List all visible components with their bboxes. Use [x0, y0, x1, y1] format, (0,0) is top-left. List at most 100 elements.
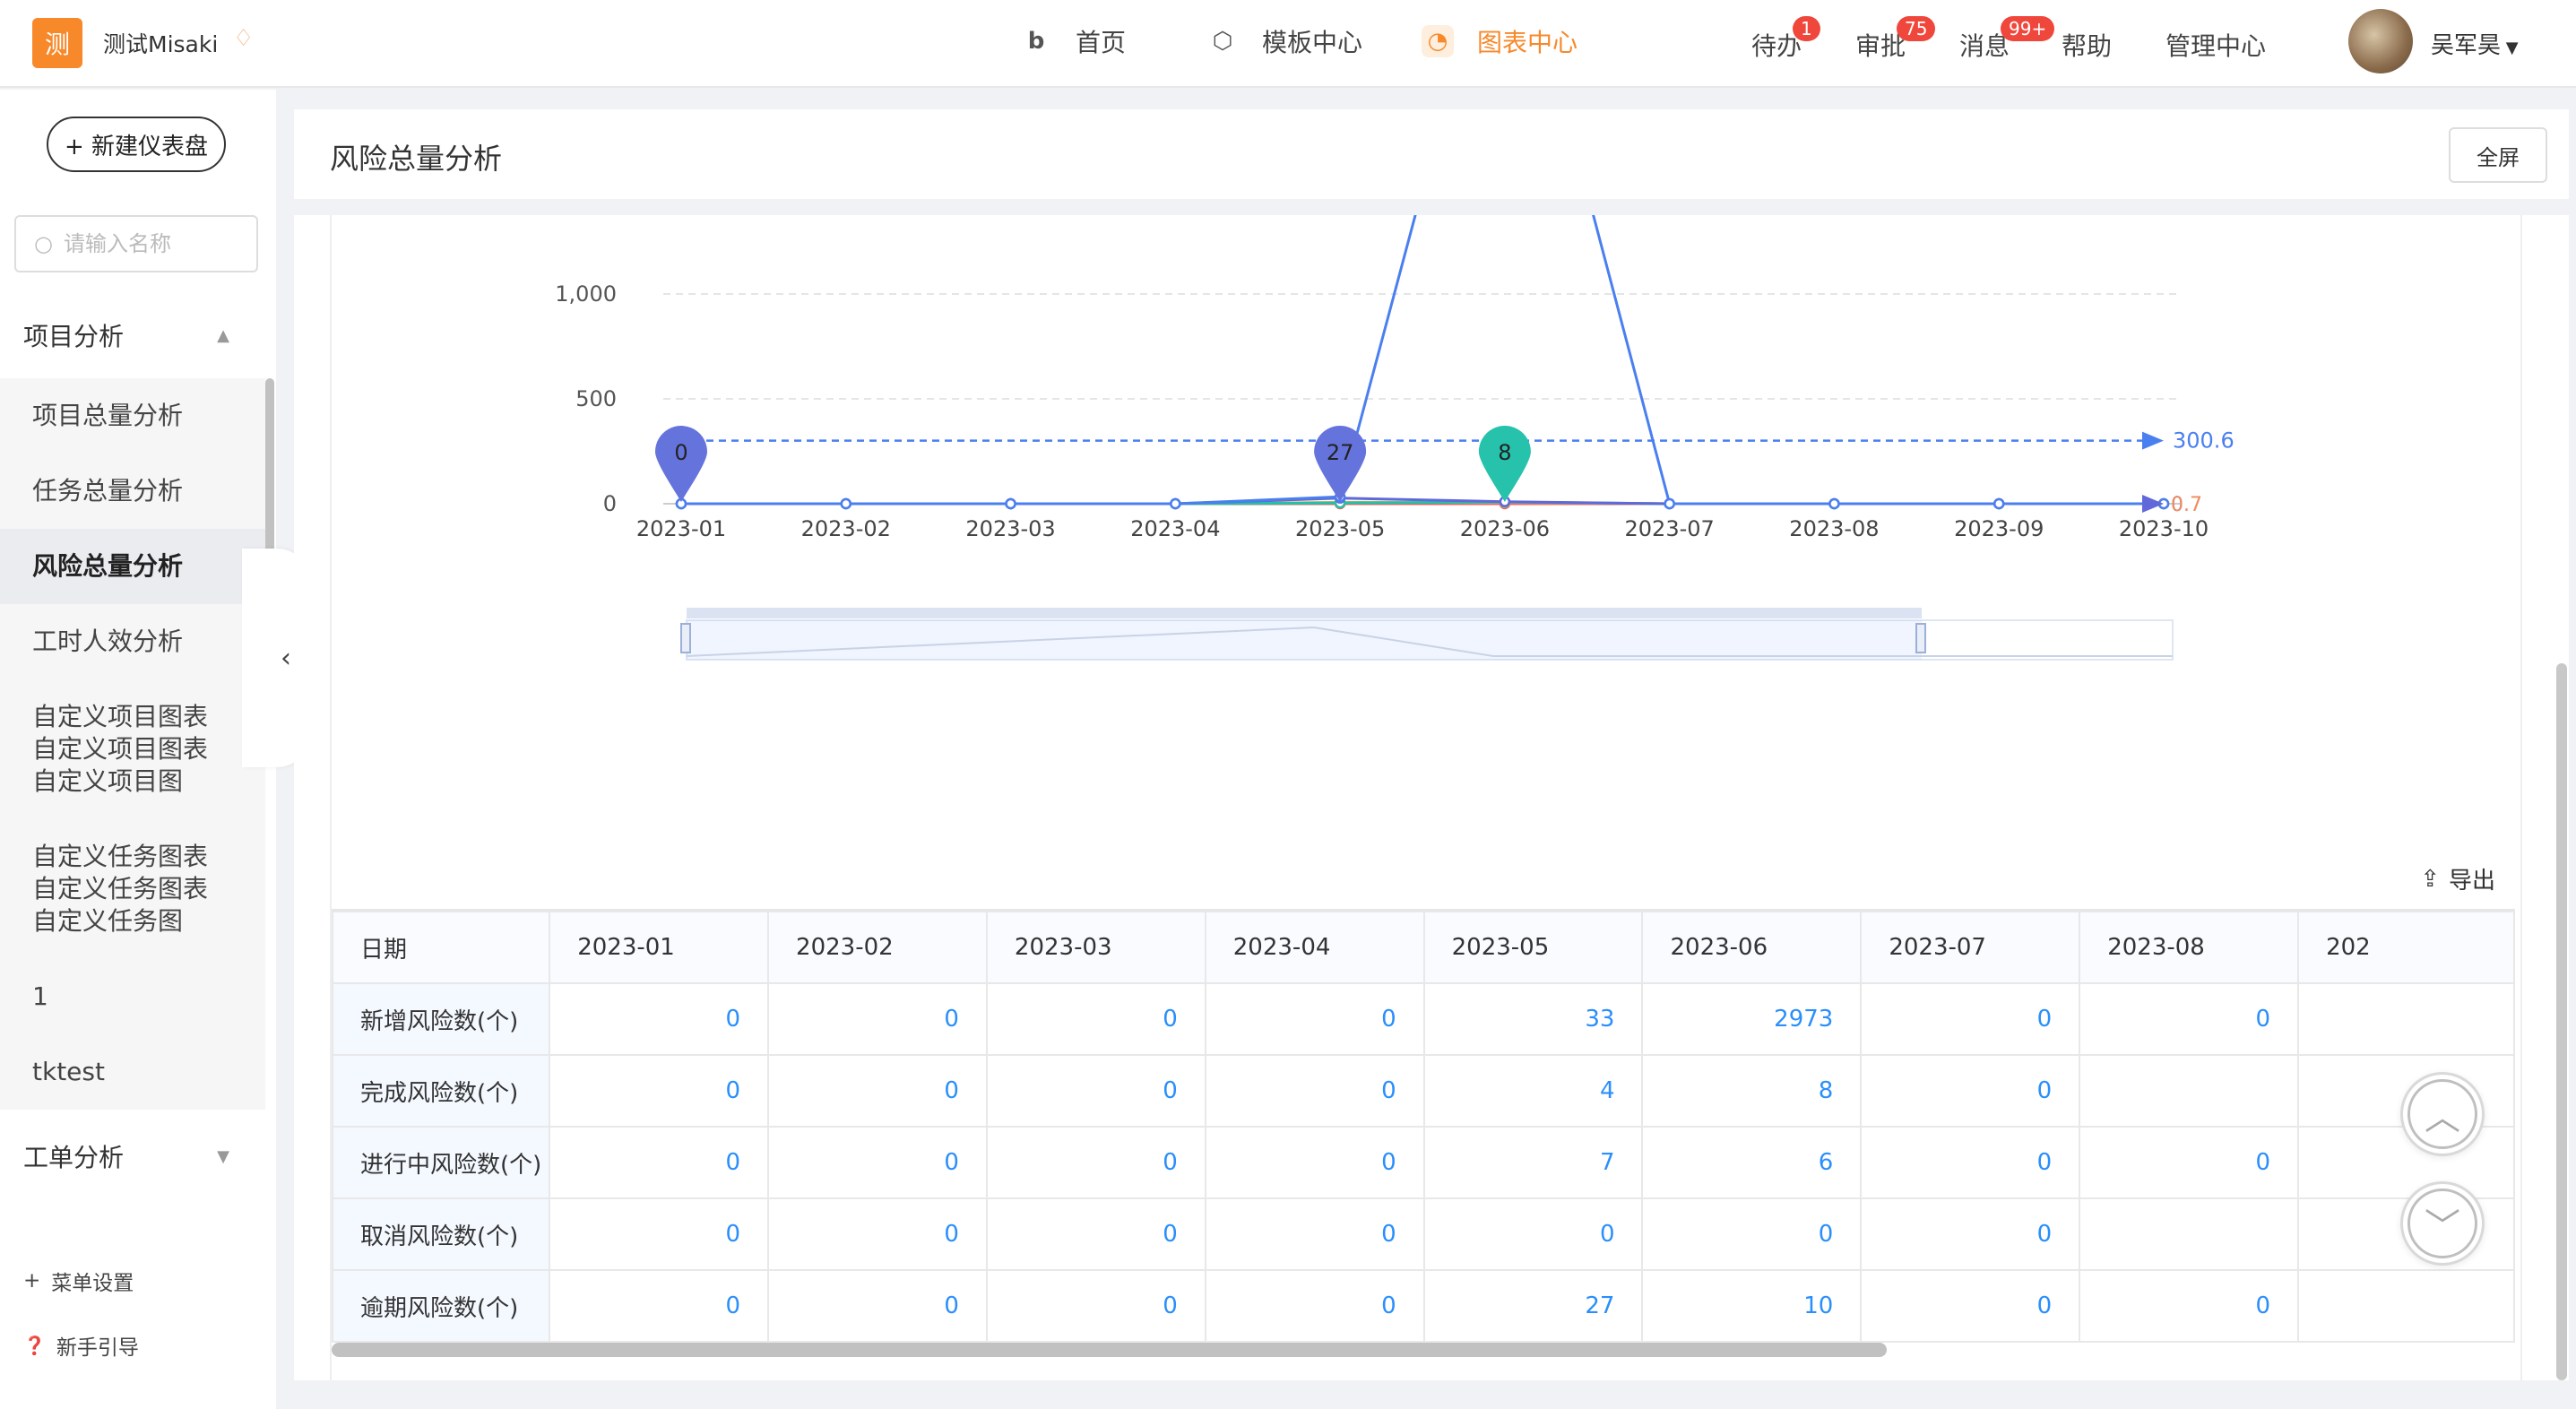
table-cell[interactable] [2079, 1054, 2300, 1128]
link-todo[interactable]: 待办 1 [1751, 16, 1820, 63]
table-cell[interactable]: 0 [1204, 1197, 1425, 1271]
page-header: 风险总量分析 全屏 [294, 109, 2569, 199]
data-table: 日期 2023-01 2023-02 2023-03 2023-04 2023-… [332, 909, 2515, 1357]
zoom-top-bar [687, 608, 1922, 618]
main-scrollbar[interactable] [2556, 663, 2567, 1380]
cube-icon: ⬡ [1212, 28, 1233, 55]
table-cell[interactable]: 0 [1860, 1054, 2081, 1128]
table-cell[interactable]: 0 [985, 1054, 1206, 1128]
menu-settings-link[interactable]: + 菜单设置 [23, 1266, 134, 1296]
nav-home-label: 首页 [1076, 28, 1127, 57]
org-logo[interactable]: 测 [32, 18, 82, 68]
table-cell[interactable]: 0 [1204, 1126, 1425, 1199]
search-input[interactable] [63, 231, 243, 256]
table-cell[interactable]: 0 [1860, 1269, 2081, 1343]
data-point [1170, 497, 1181, 510]
search-icon: ○ [34, 231, 53, 256]
page-title: 风险总量分析 [330, 142, 503, 176]
link-help[interactable]: 帮助 [2062, 31, 2113, 61]
sidebar-item-hours[interactable]: 工时人效分析 [32, 627, 184, 656]
table-cell[interactable]: 0 [549, 1269, 770, 1343]
y-tick-label: 500 [575, 386, 617, 411]
table-cell[interactable]: 6 [1641, 1126, 1863, 1199]
zoom-handle-right [1915, 623, 1926, 653]
end-value-label: 0 [2171, 494, 2183, 516]
table-cell[interactable]: 0 [985, 1126, 1206, 1199]
table-cell[interactable]: 0 [2079, 982, 2300, 1056]
user-menu[interactable]: 吴军昊 ▼ [2431, 27, 2519, 60]
table-cell[interactable]: 0 [767, 1054, 988, 1128]
table-cell[interactable]: 0 [1860, 1126, 2081, 1199]
table-cell[interactable]: 8 [1641, 1054, 1863, 1128]
link-approval[interactable]: 审批 75 [1855, 16, 1936, 63]
group-ticket-analysis[interactable]: 工单分析 ▼ [0, 1113, 265, 1199]
table-cell[interactable]: 0 [1204, 982, 1425, 1056]
table-cell[interactable]: 7 [1422, 1126, 1644, 1199]
table-cell[interactable]: 4 [1422, 1054, 1644, 1128]
table-cell[interactable]: 0 [985, 1197, 1206, 1271]
table-cell[interactable]: 0 [2079, 1269, 2300, 1343]
sidebar-scrollbar[interactable] [265, 378, 274, 558]
table-header-col: 2023-05 [1422, 911, 1644, 984]
table-header-col: 2023-01 [549, 911, 770, 984]
guide-link[interactable]: ❓ 新手引导 [23, 1330, 139, 1361]
table-cell[interactable]: 10 [1641, 1269, 1863, 1343]
avatar[interactable] [2348, 9, 2413, 73]
table-header-col: 2023-06 [1641, 911, 1863, 984]
table-cell[interactable]: 0 [1204, 1054, 1425, 1128]
approval-badge: 75 [1897, 16, 1936, 41]
y-tick-label: 1,000 [555, 281, 617, 307]
sidebar-item-custom-task[interactable]: 自定义任务图表自定义任务图表自定义任务图 [32, 842, 209, 936]
table-cell[interactable]: 0 [985, 1269, 1206, 1343]
sidebar-item-risk-total[interactable]: 风险总量分析 [0, 529, 265, 604]
sidebar-item-1[interactable]: 1 [32, 981, 48, 1011]
link-admin-center[interactable]: 管理中心 [2165, 31, 2267, 61]
risk-table: 日期 2023-01 2023-02 2023-03 2023-04 2023-… [332, 911, 2515, 1343]
table-horizontal-scrollbar[interactable] [332, 1343, 1887, 1357]
nav-home[interactable]: b 首页 [1020, 23, 1126, 59]
org-name[interactable]: 测试Misaki [103, 31, 219, 57]
sidebar-item-tktest[interactable]: tktest [32, 1057, 105, 1086]
nav-chart-center[interactable]: ◔ 图表中心 [1422, 23, 1578, 59]
table-cell[interactable]: 0 [549, 1126, 770, 1199]
link-messages[interactable]: 消息 99+ [1959, 16, 2055, 63]
fullscreen-button[interactable]: 全屏 [2449, 127, 2547, 183]
pie-chart-icon: ◔ [1422, 25, 1454, 57]
table-cell[interactable]: 0 [1422, 1197, 1644, 1271]
scroll-down-button[interactable]: ﹀ [2400, 1181, 2485, 1266]
table-cell[interactable]: 27 [1422, 1269, 1644, 1343]
chevron-up-icon: ︿ [2407, 1079, 2477, 1149]
table-cell[interactable]: 0 [1860, 982, 2081, 1056]
nav-template-center[interactable]: ⬡ 模板中心 [1206, 23, 1362, 59]
export-button[interactable]: ⇪ 导出 [2420, 862, 2495, 895]
table-header-row: 日期 2023-01 2023-02 2023-03 2023-04 2023-… [332, 911, 2515, 984]
sidebar-item-task-total[interactable]: 任务总量分析 [32, 476, 184, 506]
sidebar-item-custom-project[interactable]: 自定义项目图表自定义项目图表自定义项目图 [32, 702, 209, 796]
group-project-analysis-label: 项目分析 [23, 322, 125, 351]
x-tick-label: 2023-03 [965, 516, 1055, 541]
search-box[interactable]: ○ [14, 215, 258, 272]
new-dashboard-button[interactable]: + 新建仪表盘 [47, 117, 226, 172]
table-cell[interactable]: 0 [549, 982, 770, 1056]
marker-pin [1478, 426, 1531, 502]
table-cell[interactable]: 0 [549, 1197, 770, 1271]
table-cell[interactable]: 0 [985, 982, 1206, 1056]
sidebar-item-project-total[interactable]: 项目总量分析 [32, 401, 184, 430]
table-cell[interactable] [2079, 1197, 2300, 1271]
table-cell[interactable]: 0 [549, 1054, 770, 1128]
table-cell[interactable]: 0 [1860, 1197, 2081, 1271]
table-cell[interactable]: 0 [767, 1269, 988, 1343]
table-cell[interactable]: 0 [767, 1126, 988, 1199]
table-cell[interactable]: 2973 [1641, 982, 1863, 1056]
table-cell[interactable]: 33 [1422, 982, 1644, 1056]
x-tick-label: 2023-01 [636, 516, 726, 541]
table-cell[interactable]: 0 [1204, 1269, 1425, 1343]
table-cell[interactable]: 0 [767, 1197, 988, 1271]
scroll-up-button[interactable]: ︿ [2400, 1072, 2485, 1156]
group-project-analysis[interactable]: 项目分析 ▲ [0, 292, 265, 378]
table-cell[interactable]: 0 [1641, 1197, 1863, 1271]
table-cell[interactable]: 0 [767, 982, 988, 1056]
home-icon: b [1027, 28, 1045, 55]
table-cell[interactable]: 0 [2079, 1126, 2300, 1199]
